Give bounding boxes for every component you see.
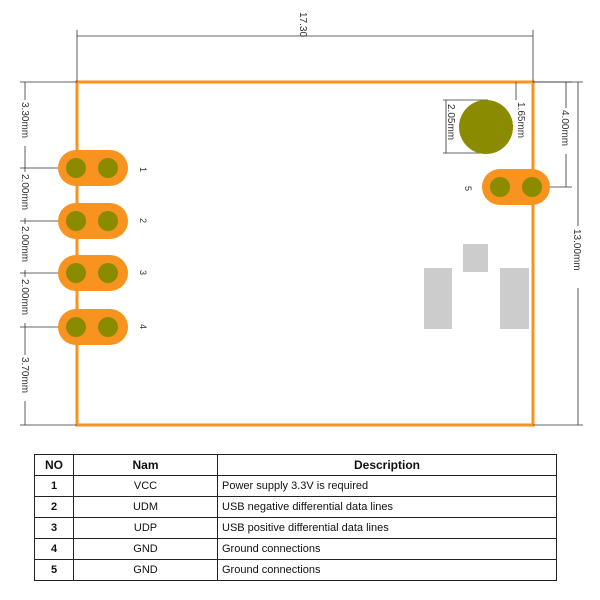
hole-offset-label: 1.65mm <box>515 102 526 138</box>
table-row: 1 VCC Power supply 3.3V is required <box>34 475 557 497</box>
row-description: Ground connections <box>217 538 557 560</box>
bottom-margin-label: 3.70mm <box>19 357 30 393</box>
pin-number-3: 3 <box>138 270 148 275</box>
row-no: 2 <box>34 496 74 518</box>
pin-number-5: 5 <box>463 186 473 191</box>
row-name: UDM <box>73 496 218 518</box>
row-name: GND <box>73 559 218 581</box>
board-outline <box>75 80 535 427</box>
mounting-hole <box>459 100 513 154</box>
pin-pitch-label-3: 2.00mm <box>19 279 30 315</box>
pin5-offset-label: 4.00mm <box>559 110 570 146</box>
pin-pad-2 <box>58 203 128 239</box>
pin-number-2: 2 <box>138 218 148 223</box>
table-row: 2 UDM USB negative differential data lin… <box>34 496 557 518</box>
height-dimension-label: 13.00mm <box>571 229 582 271</box>
pin-pad-4 <box>58 309 128 345</box>
row-no: 3 <box>34 517 74 539</box>
pin-number-1: 1 <box>138 167 148 172</box>
pin-pitch-label-1: 2.00mm <box>19 174 30 210</box>
table-row: 4 GND Ground connections <box>34 538 557 560</box>
row-no: 4 <box>34 538 74 560</box>
width-dimension-label: 17.30 <box>297 12 308 37</box>
header-name: Nam <box>73 454 218 476</box>
hole-diameter-label: 2.05mm <box>445 104 456 140</box>
row-name: GND <box>73 538 218 560</box>
pin-pitch-label-2: 2.00mm <box>19 226 30 262</box>
row-no: 1 <box>34 475 74 497</box>
pin-number-4: 4 <box>138 324 148 329</box>
module-drawing: 17.30 13.00mm 3.30mm 2.00mm 2.00mm 2.00m… <box>19 12 584 427</box>
row-no: 5 <box>34 559 74 581</box>
component-right <box>500 268 529 329</box>
top-margin-label: 3.30mm <box>19 102 30 138</box>
row-description: USB negative differential data lines <box>217 496 557 518</box>
pin-pad-3 <box>58 255 128 291</box>
pin-pad-5 <box>482 169 550 205</box>
header-no: NO <box>34 454 74 476</box>
row-description: Power supply 3.3V is required <box>217 475 557 497</box>
table-row: 3 UDP USB positive differential data lin… <box>34 517 557 539</box>
row-name: UDP <box>73 517 218 539</box>
row-description: USB positive differential data lines <box>217 517 557 539</box>
header-description: Description <box>217 454 557 476</box>
table-row: 5 GND Ground connections <box>34 559 557 581</box>
table-header-row: NO Nam Description <box>34 454 557 476</box>
pin-description-table: NO Nam Description 1 VCC Power supply 3.… <box>34 454 557 581</box>
component-small <box>463 244 488 272</box>
row-description: Ground connections <box>217 559 557 581</box>
pin-pad-1 <box>58 150 128 186</box>
component-left <box>424 268 452 329</box>
row-name: VCC <box>73 475 218 497</box>
